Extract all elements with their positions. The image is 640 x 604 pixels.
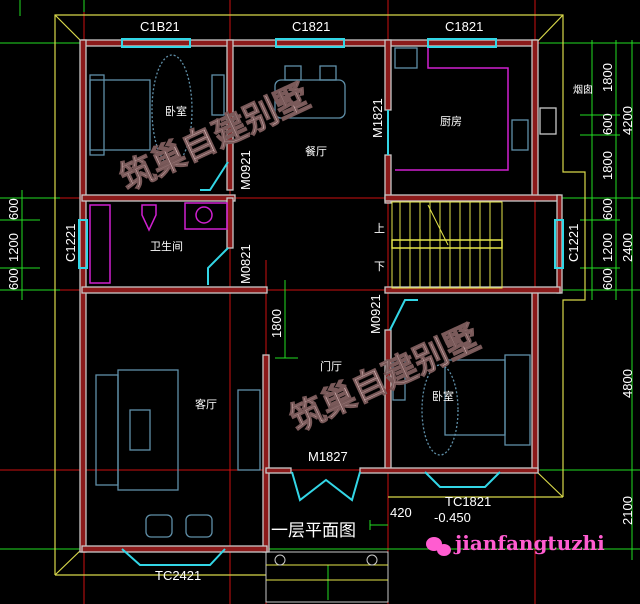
label-bay-tc2421: TC2421 [155,568,201,583]
door-m0921-bottom-swing [389,299,418,331]
dim-1800-mid: 1800 [600,151,615,180]
room-label-foyer: 门厅 [320,359,342,373]
entry-steps[interactable] [265,551,389,603]
dim-2400: 2400 [620,233,635,262]
bathtub [89,204,111,284]
dim-420: 420 [390,505,412,520]
dining-table [274,79,346,119]
dim-1200-r: 1200 [600,233,615,262]
wechat-icon [426,537,451,556]
door-m0921-top-swing [200,161,229,191]
label-window-c1221-right: C1221 [566,224,581,262]
armchair [145,514,173,538]
headboard-bottom [504,354,531,446]
bay-window-tc1821 [424,471,501,488]
chimney-box [539,107,557,135]
armchair [185,514,213,538]
dim-600-l2: 600 [6,268,21,290]
window-c1821-mid [275,38,345,48]
sink [195,206,213,224]
room-label-dining: 餐厅 [305,144,327,158]
dim-600: 600 [600,113,615,135]
stair-down-label: 下 [374,260,385,273]
staircase[interactable] [391,201,503,289]
label-bay-tc1821: TC1821 [445,494,491,509]
bed-top [89,79,151,151]
dim-foyer-1800: 1800 [269,309,284,338]
rug-top [151,54,193,166]
furniture [89,47,557,538]
room-label-bedroom-bottom: 卧室 [432,389,454,403]
sofa-left [95,374,119,486]
dim-600-r2: 600 [600,268,615,290]
fixtures [89,48,509,284]
dim-4200: 4200 [620,106,635,135]
room-label-bathroom: 卫生间 [150,239,183,253]
label-door-m0821: M0821 [238,244,253,284]
wardrobe-bottom [392,359,406,401]
stair-up-label: 上 [374,222,385,235]
chair [319,65,337,81]
vanity [184,202,228,230]
room-label-living: 客厅 [195,397,217,411]
toilet [141,204,157,232]
drawing-title: 一层平面图 [271,521,356,541]
wardrobe-top [211,74,225,116]
door-m0821-swing [207,247,229,285]
label-window-c1221-left: C1221 [63,224,78,262]
room-label-bedroom-top: 卧室 [165,104,187,118]
windows [78,38,564,566]
dim-1200-l: 1200 [6,233,21,262]
door-m1827-swing [291,471,361,502]
dim-4800: 4800 [620,369,635,398]
brand-text: jianfangtuzhi [453,531,605,555]
sofa-frame [117,369,179,491]
bed-bottom [444,359,506,436]
window-c1821-right [427,38,497,48]
label-door-m0921-top: M0921 [238,150,253,190]
roof-outline [54,14,586,576]
fridge [394,47,418,69]
dim-2100: 2100 [620,496,635,525]
dim-600-r1: 600 [600,198,615,220]
label-door-m1827: M1827 [308,449,348,464]
label-door-m0921-bottom: M0921 [368,294,383,334]
kitchen-counter [395,48,509,171]
dim-600-l1: 600 [6,198,21,220]
elevation-label: -0.450 [434,510,471,525]
label-window-c1821-right: C1821 [445,19,483,34]
bay-window-tc2421 [121,548,226,566]
label-chimney: 烟囱 [573,83,593,96]
headboard-top [89,74,105,156]
window-c1221-left [78,219,88,269]
coffee-table [129,409,151,451]
chair [284,65,302,81]
window-c1221-right [554,219,564,269]
label-door-m1821: M1821 [370,98,385,138]
dim-1800-top: 1800 [600,63,615,92]
label-window-c1821-mid: C1821 [292,19,330,34]
window-c1b21 [121,38,191,48]
stove [511,119,529,151]
label-window-c1b21: C1B21 [140,19,180,34]
rug-bottom [421,364,459,456]
room-label-kitchen: 厨房 [440,115,462,128]
tv-cabinet [237,389,261,471]
